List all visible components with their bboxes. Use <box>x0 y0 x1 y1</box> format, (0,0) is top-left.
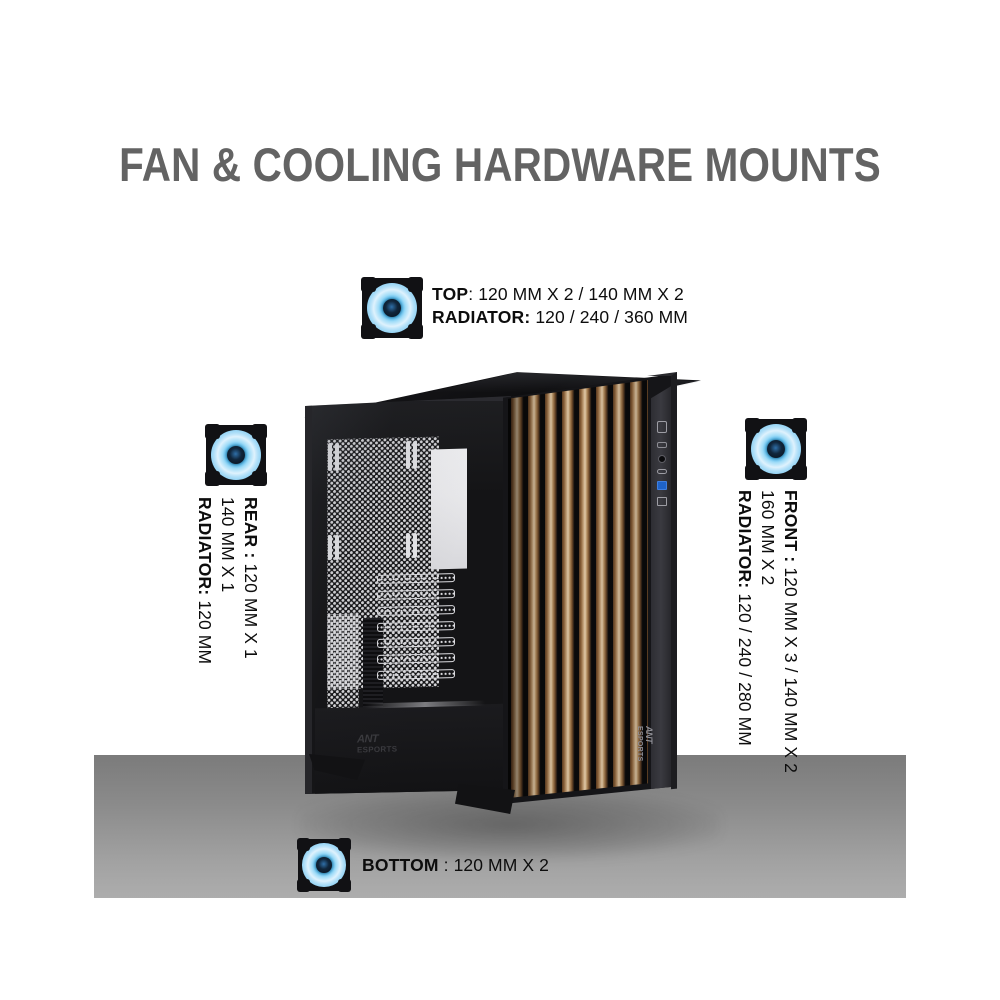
rgb-fan-icon-bottom <box>296 837 352 893</box>
rgb-fan-icon-rear <box>204 423 268 487</box>
wood-slat-texture <box>508 380 648 798</box>
case-front-panel: ANT ESPORTS <box>503 374 673 804</box>
fan-corner <box>337 878 352 893</box>
usb-3-port-icon[interactable] <box>657 481 667 490</box>
callout-rear-line-1: REAR : 120 MM X 1 <box>239 497 262 664</box>
callout-front-line-2: 160 MM X 2 <box>756 490 779 773</box>
fan-corner <box>204 423 221 440</box>
callout-front-label-3: RADIATOR: <box>734 490 755 589</box>
fan-corner <box>407 276 424 293</box>
front-io-panel <box>651 385 673 799</box>
case-interior: ANT ESPORTS <box>305 396 511 794</box>
fan-corner <box>296 878 311 893</box>
audio-jack-icon[interactable] <box>658 455 666 463</box>
callout-rear-line-2: 140 MM X 1 <box>216 497 239 664</box>
fan-corner <box>791 464 808 481</box>
fan-corner <box>337 837 352 852</box>
brand-logo-word: ESPORTS <box>636 726 643 762</box>
fan-corner <box>791 417 808 434</box>
callout-rear-line-3: RADIATOR: 120 MM <box>193 497 216 664</box>
brand-logo-front: ANT ESPORTS <box>636 726 654 762</box>
callout-bottom-label-1: BOTTOM <box>362 855 439 875</box>
callout-front-value-2: 160 MM X 2 <box>757 490 778 586</box>
callout-bottom: BOTTOM : 120 MM X 2 <box>362 854 549 877</box>
callout-front-value-3: 120 / 240 / 280 MM <box>734 593 755 746</box>
callout-top-sep-1: : <box>468 284 479 304</box>
fan-corner <box>744 464 761 481</box>
fan-corner <box>251 470 268 487</box>
callout-top-line-2: RADIATOR: 120 / 240 / 360 MM <box>432 306 688 329</box>
callout-top: TOP: 120 MM X 2 / 140 MM X 2 RADIATOR: 1… <box>432 283 688 329</box>
callout-front-label-1: FRONT : <box>781 490 801 563</box>
callout-front: FRONT : 120 MM X 3 / 140 MM X 2 160 MM X… <box>733 490 802 773</box>
usb-c-port-icon[interactable] <box>657 469 667 474</box>
fan-corner <box>204 470 221 487</box>
fan-corner <box>407 323 424 340</box>
callout-rear-label-1: REAR : <box>241 497 261 559</box>
fan-corner <box>296 837 311 852</box>
brand-logo-mark: ANT <box>644 726 654 743</box>
callout-bottom-line-1: BOTTOM : 120 MM X 2 <box>362 854 549 877</box>
fan-corner <box>360 276 377 293</box>
callout-top-value-1: 120 MM X 2 / 140 MM X 2 <box>478 284 684 304</box>
callout-rear: REAR : 120 MM X 1 140 MM X 1 RADIATOR: 1… <box>193 497 262 664</box>
callout-top-line-1: TOP: 120 MM X 2 / 140 MM X 2 <box>432 283 688 306</box>
callout-rear-value-1: 120 MM X 1 <box>241 563 261 659</box>
fan-corner <box>251 423 268 440</box>
callout-front-value-1: 120 MM X 3 / 140 MM X 2 <box>781 567 801 773</box>
callout-bottom-value-1: 120 MM X 2 <box>453 855 549 875</box>
fan-corner <box>360 323 377 340</box>
callout-top-label-2: RADIATOR: <box>432 307 531 328</box>
rgb-fan-icon-front <box>744 417 808 481</box>
reset-button-icon[interactable] <box>657 442 667 448</box>
power-button-icon[interactable] <box>657 421 667 433</box>
fan-corner <box>744 417 761 434</box>
callout-rear-value-2: 140 MM X 1 <box>217 497 238 593</box>
callout-top-value-2: 120 / 240 / 360 MM <box>535 307 688 328</box>
glass-panel-frame <box>305 396 511 794</box>
usb-port-icon[interactable] <box>657 497 667 506</box>
callout-top-label-1: TOP <box>432 284 469 304</box>
callout-rear-label-3: RADIATOR: <box>194 497 215 596</box>
callout-bottom-sep-1: : <box>438 855 454 875</box>
pc-case-product-image: ANT ESPORTS ANT ESPORTS <box>295 360 710 835</box>
callout-front-line-3: RADIATOR: 120 / 240 / 280 MM <box>733 490 756 773</box>
rgb-fan-icon-top <box>360 276 424 340</box>
callout-rear-value-3: 120 MM <box>194 600 215 665</box>
page-title: FAN & COOLING HARDWARE MOUNTS <box>119 138 881 191</box>
callout-front-line-1: FRONT : 120 MM X 3 / 140 MM X 2 <box>779 490 802 773</box>
